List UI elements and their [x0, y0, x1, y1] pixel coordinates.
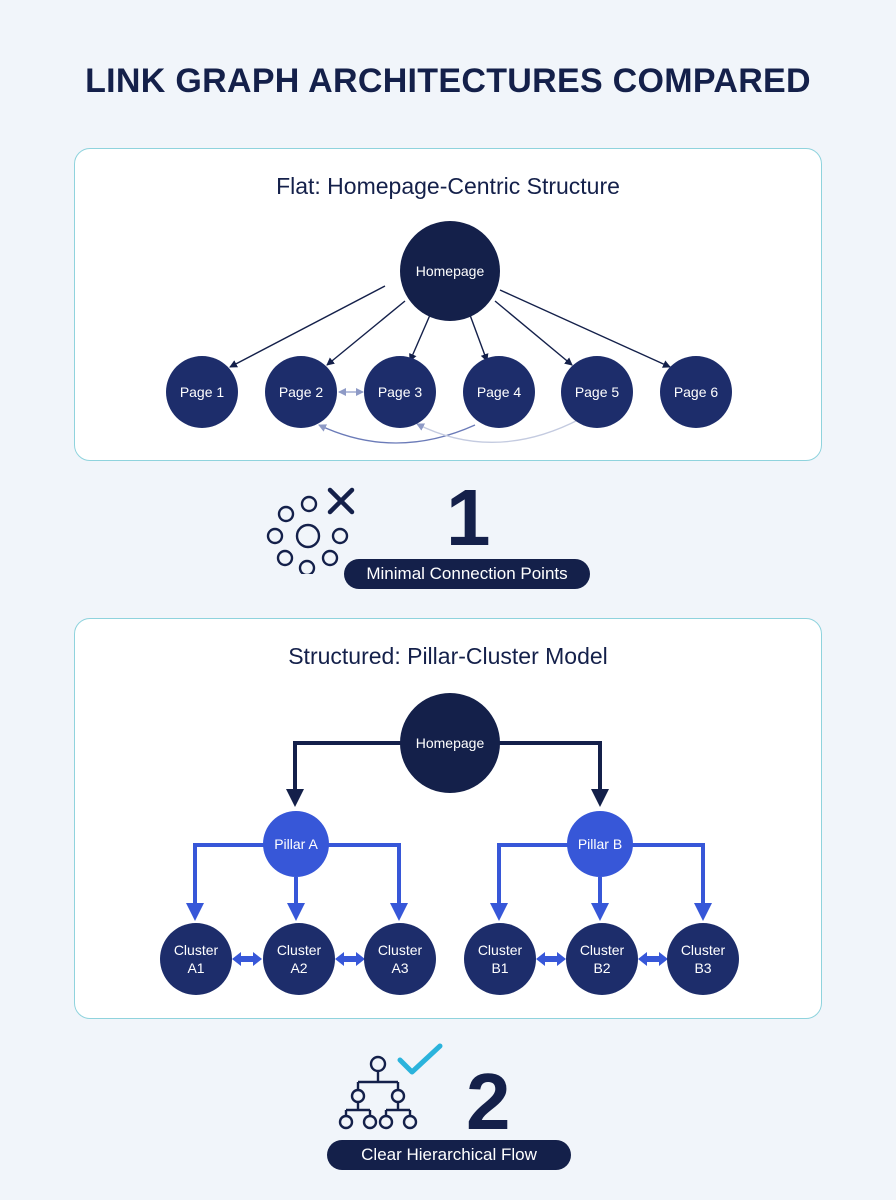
stat-number-2: 2: [466, 1057, 511, 1146]
flat-diagram: Homepage Page 1 Page 2 Page 3 Page 4 Pag…: [166, 221, 732, 444]
page-node: Page 5: [561, 356, 633, 428]
svg-text:B3: B3: [694, 960, 711, 976]
edge-pillarb-b1: [497, 843, 571, 905]
edge-home-pillar-a: [293, 741, 405, 791]
edge-home-page6: [499, 289, 671, 368]
svg-text:B1: B1: [491, 960, 508, 976]
edge-home-page5: [494, 300, 573, 366]
page-node: Page 1: [166, 356, 238, 428]
edge-home-page1: [229, 285, 386, 368]
structured-panel-title: Structured: Pillar-Cluster Model: [288, 643, 608, 669]
svg-text:Cluster: Cluster: [580, 942, 625, 958]
svg-text:A1: A1: [187, 960, 204, 976]
page-title: LINK GRAPH ARCHITECTURES COMPARED: [85, 62, 811, 100]
flat-panel-title: Flat: Homepage-Centric Structure: [276, 173, 620, 199]
svg-text:Pillar A: Pillar A: [274, 836, 318, 852]
page-node: Page 6: [660, 356, 732, 428]
scattered-nodes-x-icon: [266, 487, 355, 574]
svg-text:Page 5: Page 5: [575, 384, 620, 400]
svg-text:Page 2: Page 2: [279, 384, 324, 400]
svg-text:Homepage: Homepage: [416, 735, 485, 751]
svg-text:Pillar B: Pillar B: [578, 836, 622, 852]
svg-text:A3: A3: [391, 960, 408, 976]
structured-model-panel: Structured: Pillar-Cluster Model: [74, 618, 822, 1019]
pillar-a-node: Pillar A: [263, 811, 329, 877]
page-node: Page 4: [463, 356, 535, 428]
svg-text:Cluster: Cluster: [277, 942, 322, 958]
structured-homepage-node: Homepage: [400, 693, 500, 793]
svg-text:Cluster: Cluster: [174, 942, 219, 958]
edge-pillara-a3: [327, 843, 401, 905]
edge-home-page2: [326, 300, 406, 366]
edge-page4-page2: [318, 424, 476, 444]
svg-text:Page 4: Page 4: [477, 384, 522, 400]
page-node: Page 2: [265, 356, 337, 428]
stat-number-1: 1: [446, 473, 491, 562]
edge-page5-page3: [416, 418, 581, 443]
edge-pillara-a1: [193, 843, 265, 905]
page-node: Page 3: [364, 356, 436, 428]
flat-homepage-node: Homepage: [400, 221, 500, 321]
svg-text:B2: B2: [593, 960, 610, 976]
sibling-link-arrows: [232, 952, 668, 966]
svg-text:Page 6: Page 6: [674, 384, 719, 400]
edge-home-pillar-b: [495, 741, 602, 791]
edge-home-page3: [409, 314, 431, 362]
svg-text:A2: A2: [290, 960, 307, 976]
svg-text:Page 1: Page 1: [180, 384, 225, 400]
stat-label-2: Clear Hierarchical Flow: [327, 1140, 571, 1170]
flat-structure-panel: Flat: Homepage-Centric Structure H: [74, 148, 822, 461]
svg-text:Cluster: Cluster: [378, 942, 423, 958]
stat-label-1: Minimal Connection Points: [344, 559, 590, 589]
hierarchy-check-icon: [338, 1043, 443, 1130]
edge-home-page4: [469, 314, 489, 362]
svg-text:Page 3: Page 3: [378, 384, 423, 400]
svg-text:Cluster: Cluster: [681, 942, 726, 958]
svg-text:Cluster: Cluster: [478, 942, 523, 958]
edge-pillarb-b3: [631, 843, 705, 905]
pillar-b-node: Pillar B: [567, 811, 633, 877]
svg-text:Homepage: Homepage: [416, 263, 485, 279]
